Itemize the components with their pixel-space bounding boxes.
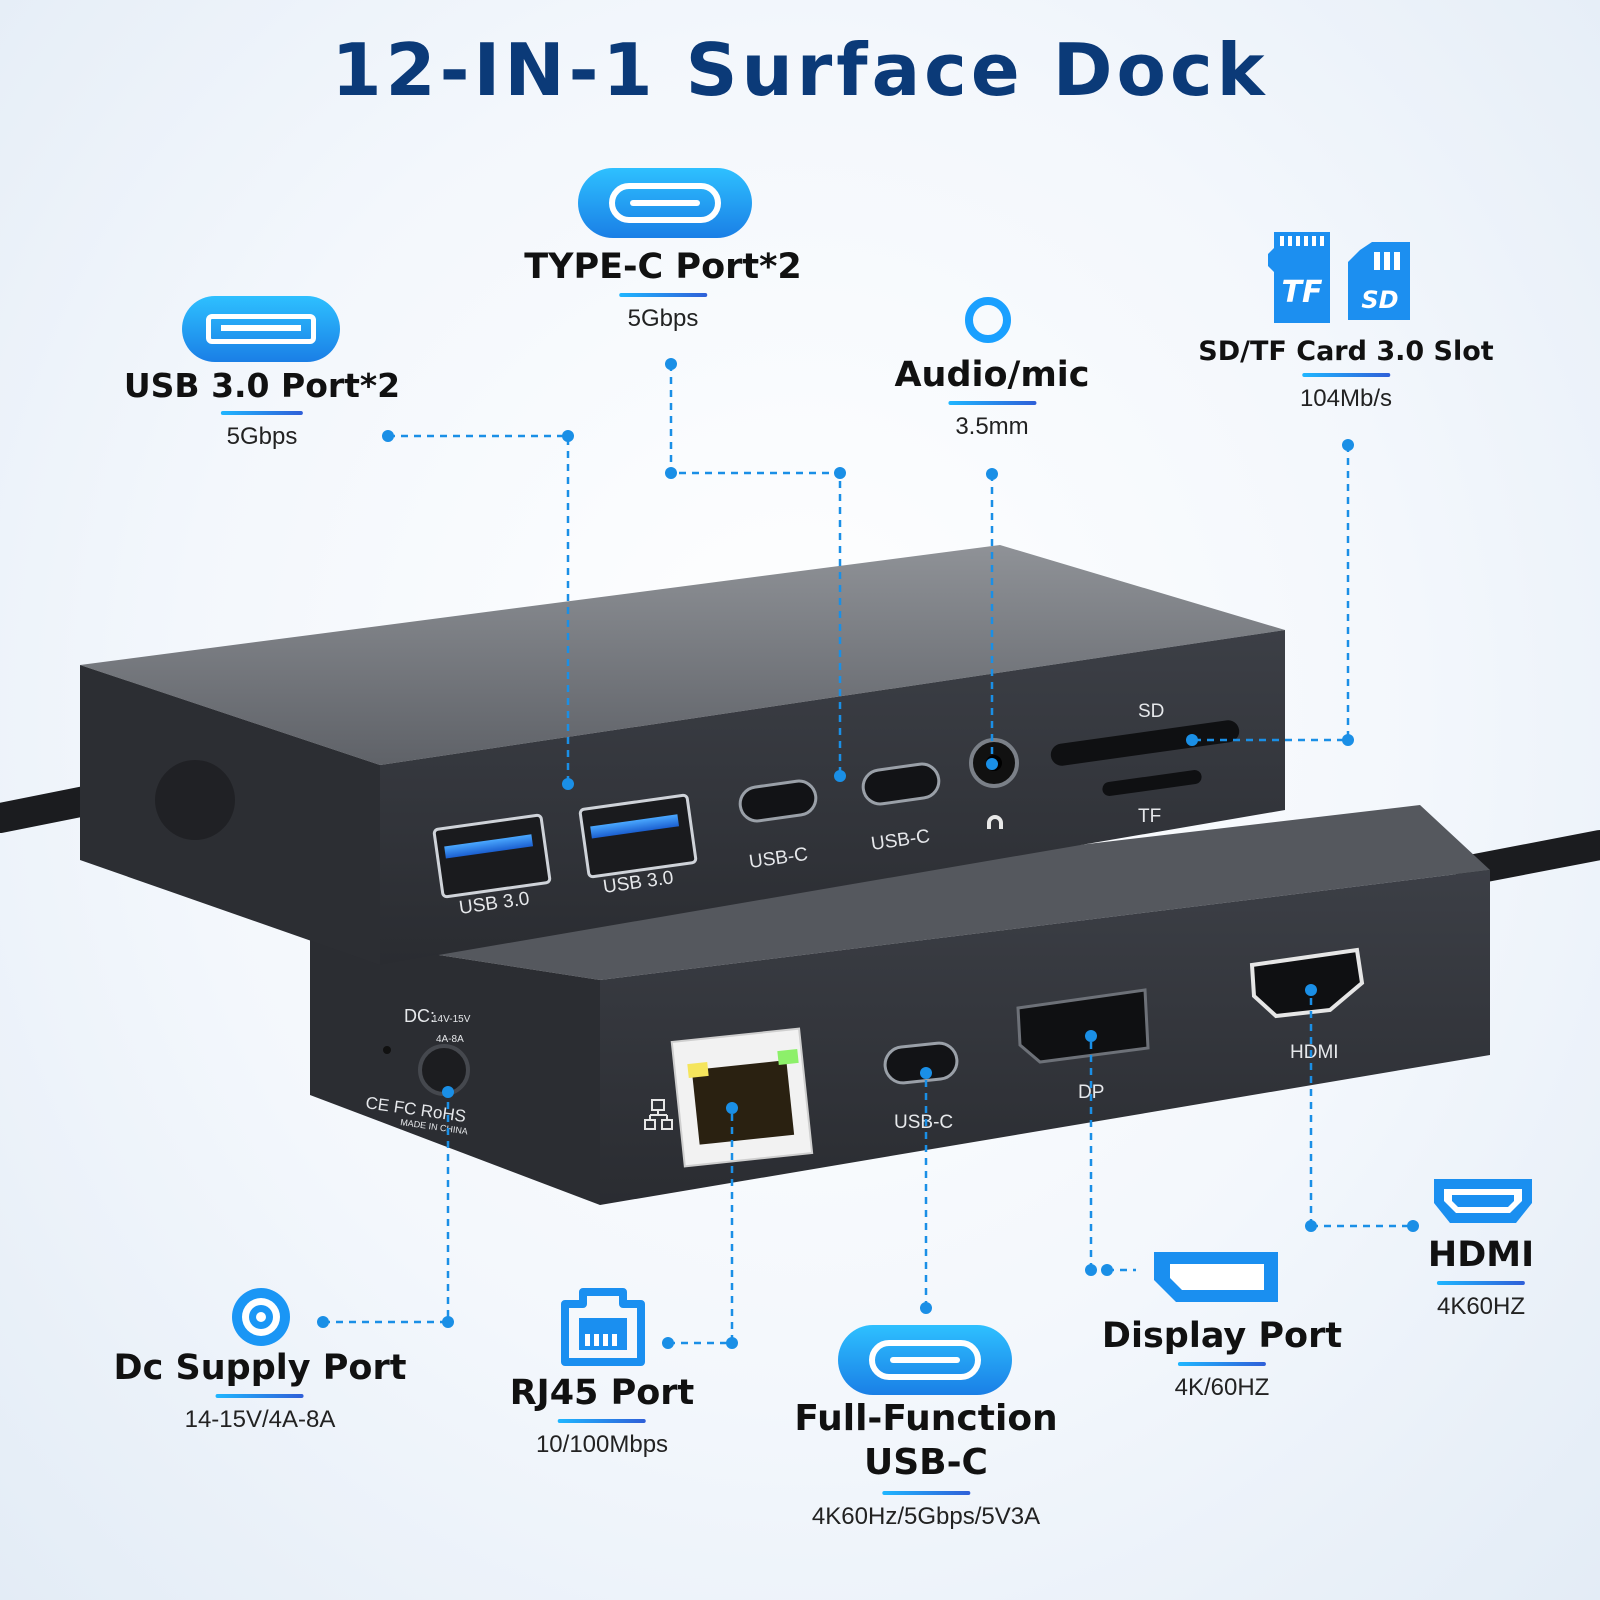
sd-card-text: SD [1361,286,1398,314]
feature-full-usbc: Full-Function USB-C 4K60Hz/5Gbps/5V3A [794,1397,1057,1531]
feature-dp: Display Port 4K/60HZ [1102,1316,1342,1402]
feature-hdmi-spec: 4K60HZ [1436,1293,1526,1320]
feature-usb30: USB 3.0 Port*2 5Gbps [124,366,400,451]
feature-audio-name: Audio/mic [894,355,1090,395]
feature-sdtf-name: SD/TF Card 3.0 Slot [1198,336,1494,367]
usb-a-port-1 [432,813,552,899]
displayport-port [1016,988,1150,1064]
feature-usb30-name: USB 3.0 Port*2 [123,366,401,405]
displayport-icon [1154,1252,1278,1302]
label-usbc-bottom: USB-C [894,1112,953,1133]
feature-audio-spec: 3.5mm [955,413,1029,440]
feature-full-usbc-spec: 4K60Hz/5Gbps/5V3A [811,1503,1041,1530]
feature-dp-spec: 4K/60HZ [1174,1374,1270,1401]
network-symbol-icon [644,1099,673,1130]
dc-jack [418,1044,470,1096]
feature-rj45: RJ45 Port 10/100Mbps [510,1373,695,1459]
label-dc: DC: [404,1006,435,1026]
sd-slot [1050,720,1240,766]
hdmi-icon [1434,1179,1532,1223]
usb-c-full-icon [838,1325,1012,1395]
usb-c-port-1 [738,779,818,823]
dc-power-icon [232,1288,290,1346]
lower-ports [383,947,1365,1168]
ethernet-icon [561,1288,645,1366]
feature-full-usbc-name-1: Full-Function [794,1398,1058,1439]
label-hdmi: HDMI [1290,1042,1339,1063]
feature-rj45-name: RJ45 Port [509,1373,695,1413]
page-title: 12-IN-1 Surface Dock [331,28,1269,112]
usb-a-port-2 [578,793,698,879]
audio-jack-icon [965,297,1011,343]
hdmi-port [1249,947,1365,1019]
feature-rj45-spec: 10/100Mbps [535,1431,669,1458]
feature-audio: Audio/mic 3.5mm [894,355,1089,441]
label-dp: DP [1078,1082,1104,1103]
side-cable-port [155,760,235,840]
feature-usb30-underline [221,411,303,415]
usb-c-port-full [883,1041,959,1085]
feature-full-usbc-name-2: USB-C [864,1442,988,1483]
right-cable [1455,830,1600,885]
usb-c-port-2 [861,762,941,806]
feature-audio-underline [947,401,1036,405]
feature-typec-underline [619,293,707,297]
feature-dp-name: Display Port [1101,1316,1343,1356]
label-sd: SD [1138,701,1164,722]
feature-sdtf-underline [1301,373,1390,377]
sd-tf-card-icon: TF SD [1268,232,1410,323]
label-dc-rating-1: 14V-15V [432,1014,471,1025]
headset-icon [987,815,1003,829]
upper-ports [432,720,1240,899]
usb-a-icon [182,296,340,362]
usb-c-icon [578,168,752,238]
feature-dc: Dc Supply Port 14-15V/4A-8A [114,1348,407,1434]
feature-rj45-underline [558,1419,646,1423]
feature-dc-spec: 14-15V/4A-8A [184,1406,336,1433]
feature-typec-spec: 5Gbps [627,305,699,332]
label-dc-rating-2: 4A-8A [436,1034,464,1045]
leader-dots [317,358,1419,1349]
feature-usb30-spec: 5Gbps [226,423,298,450]
tf-card-text: TF [1282,275,1323,310]
feature-hdmi-name: HDMI [1427,1235,1535,1275]
label-tf: TF [1138,806,1161,827]
tf-slot [1102,770,1202,796]
feature-dp-underline [1177,1362,1266,1366]
feature-dc-name: Dc Supply Port [113,1348,407,1388]
feature-dc-underline [216,1394,304,1398]
feature-typec: TYPE-C Port*2 5Gbps [524,247,802,333]
feature-sdtf-spec: 104Mb/s [1299,385,1393,412]
feature-typec-name: TYPE-C Port*2 [524,247,802,287]
feature-full-usbc-underline [881,1491,970,1495]
upper-dock-unit [80,545,1285,965]
feature-hdmi: HDMI 4K60HZ [1428,1235,1534,1321]
feature-sdtf: SD/TF Card 3.0 Slot 104Mb/s [1198,336,1493,413]
feature-hdmi-underline [1436,1281,1525,1285]
